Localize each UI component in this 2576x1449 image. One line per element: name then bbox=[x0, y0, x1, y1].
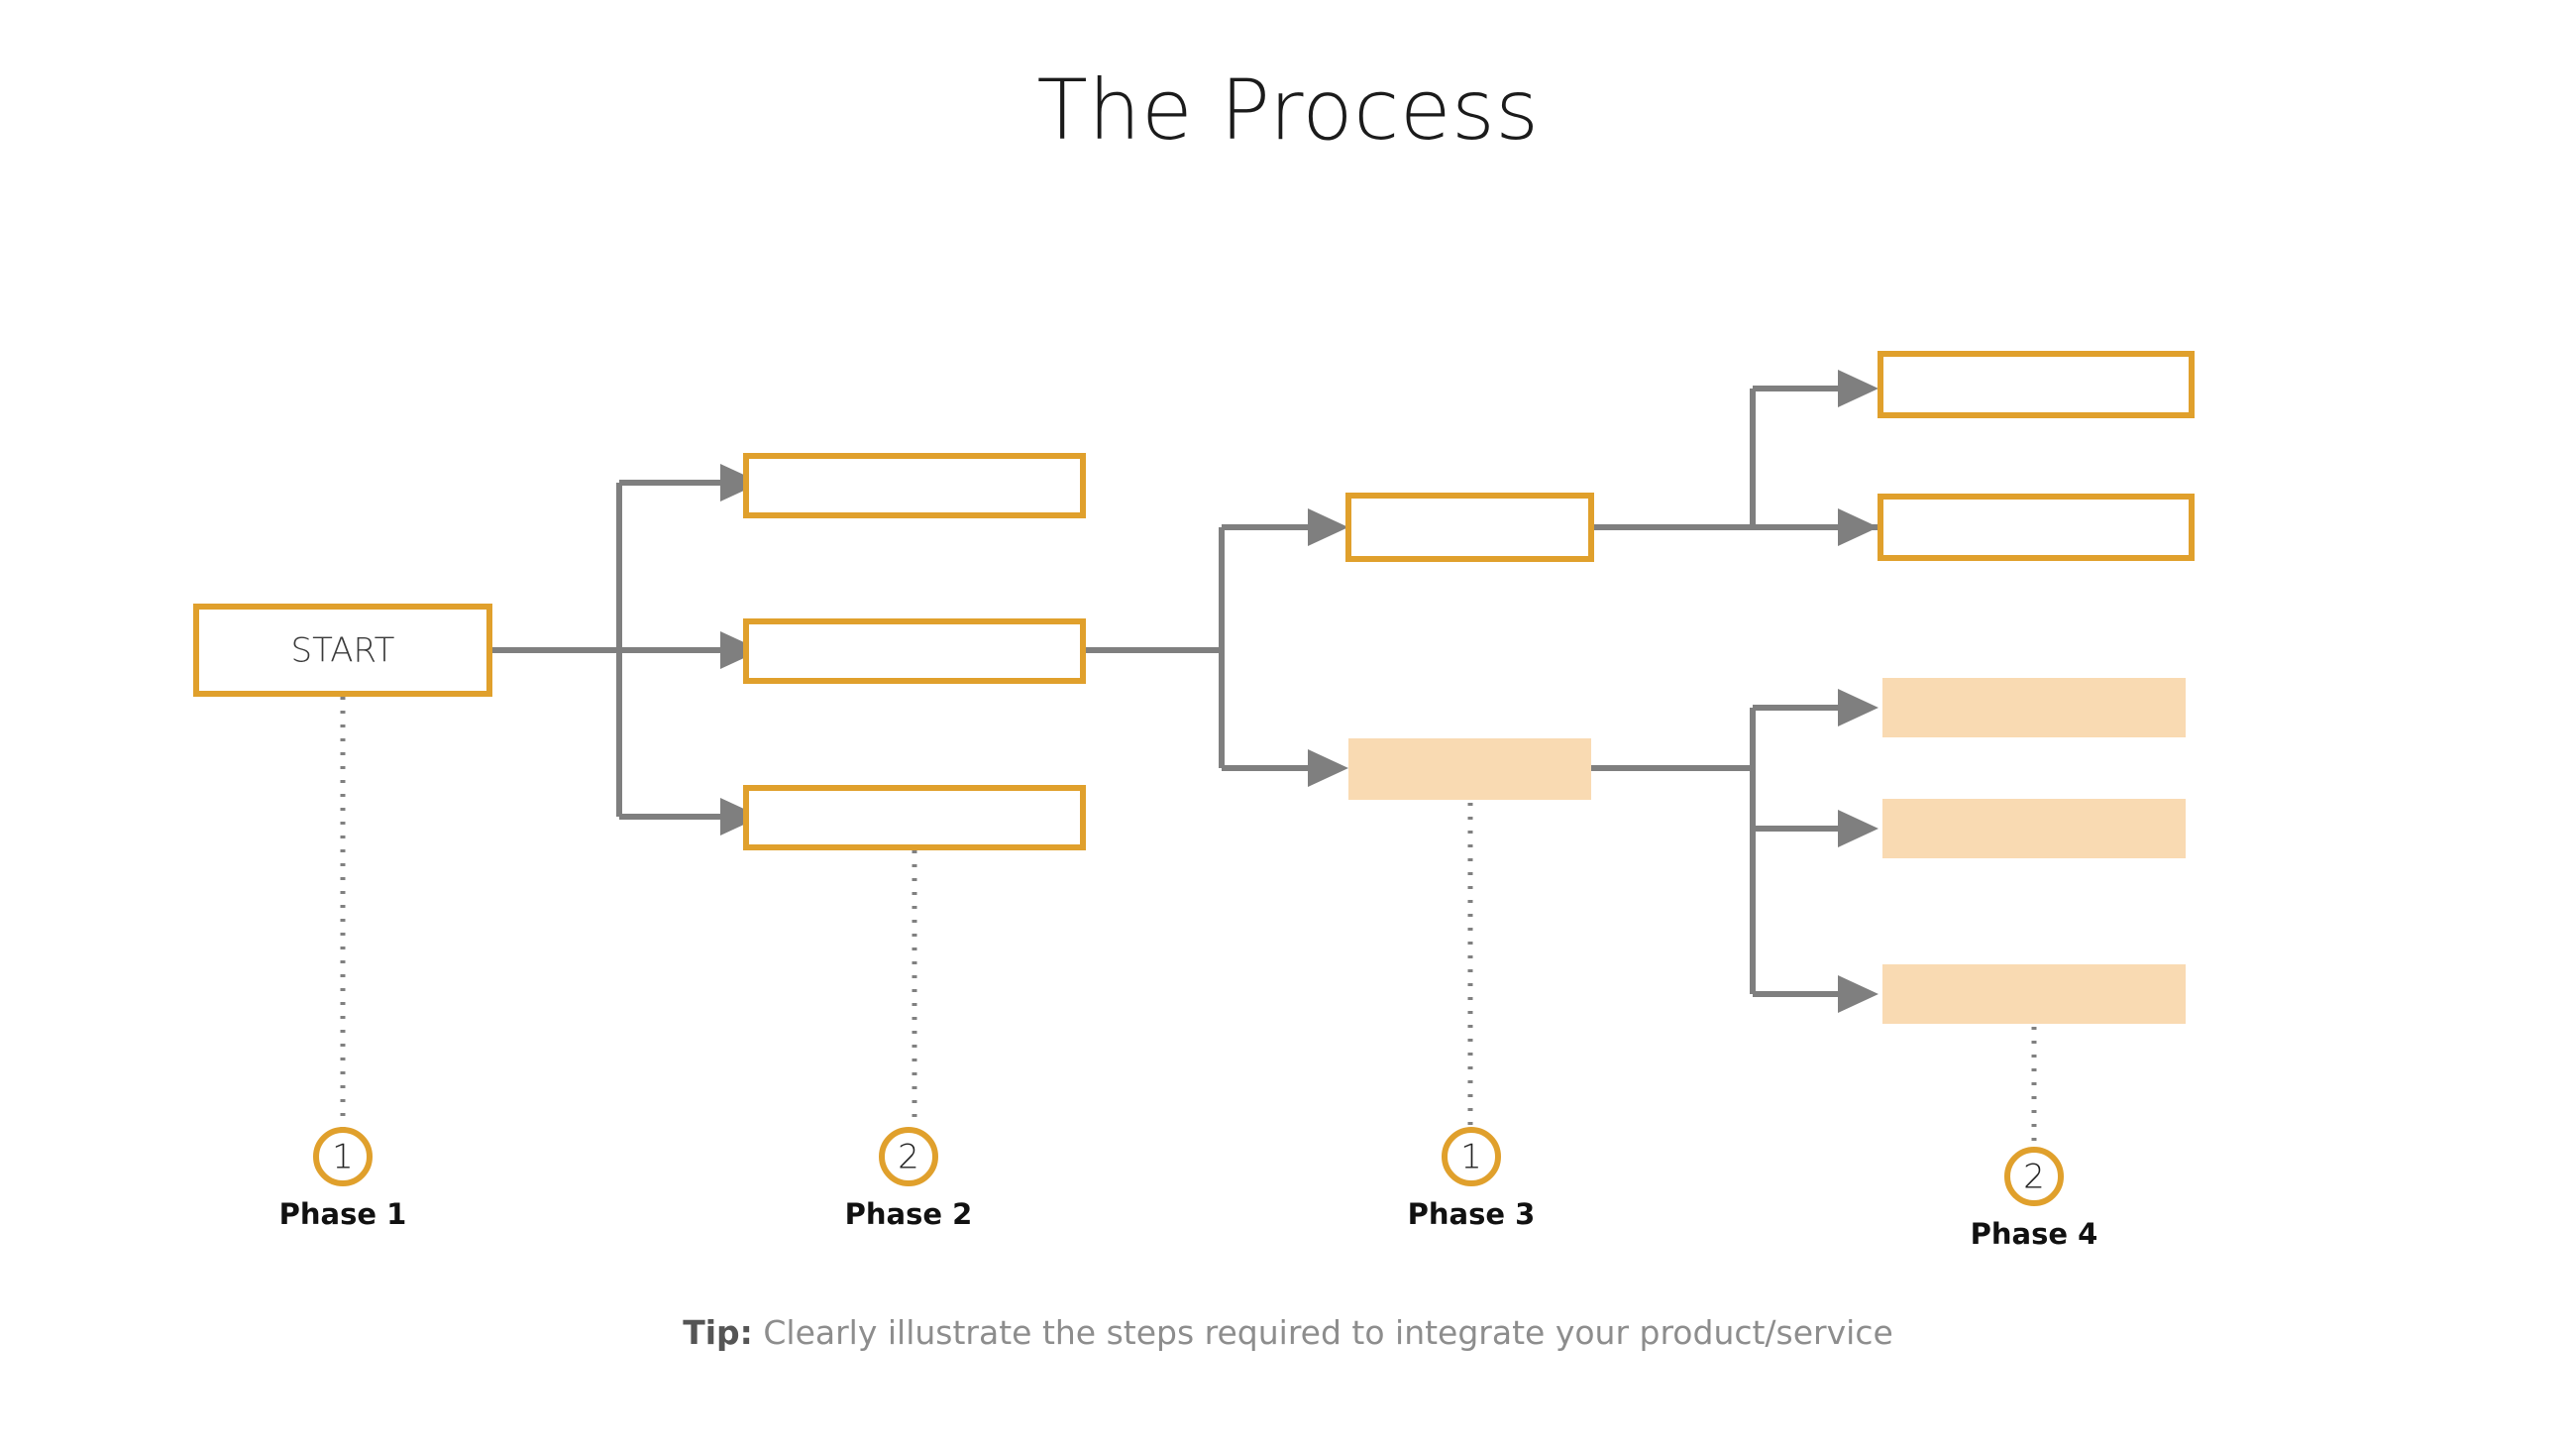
connector-phase2-to-phase3 bbox=[1083, 508, 1348, 787]
node-phase3-2[interactable] bbox=[1348, 738, 1591, 800]
node-start[interactable]: START bbox=[193, 604, 492, 697]
phase-marker-2-number: 2 bbox=[898, 1138, 919, 1177]
connector-phase3filled-to-phase4 bbox=[1591, 689, 1878, 1013]
connector-phase3top-to-phase4 bbox=[1591, 370, 1878, 546]
node-phase2-3[interactable] bbox=[743, 785, 1086, 850]
phase-marker-4[interactable]: 2 Phase 4 bbox=[1971, 1147, 2098, 1251]
phase-marker-1[interactable]: 1 Phase 1 bbox=[279, 1127, 407, 1231]
node-phase4-3[interactable] bbox=[1882, 678, 2186, 737]
node-phase2-1[interactable] bbox=[743, 453, 1086, 518]
node-phase4-2[interactable] bbox=[1878, 494, 2195, 561]
node-start-label: START bbox=[291, 631, 395, 671]
tip-row: Tip: Clearly illustrate the steps requir… bbox=[0, 1313, 2576, 1352]
connector-start-to-phase2 bbox=[492, 464, 761, 836]
phase-marker-3[interactable]: 1 Phase 3 bbox=[1408, 1127, 1536, 1231]
phase-marker-3-label: Phase 3 bbox=[1408, 1197, 1536, 1231]
phase-marker-4-label: Phase 4 bbox=[1971, 1217, 2098, 1251]
node-phase3-1[interactable] bbox=[1345, 493, 1594, 562]
phase-marker-4-number: 2 bbox=[2023, 1158, 2045, 1197]
node-phase4-4[interactable] bbox=[1882, 799, 2186, 858]
node-phase4-1[interactable] bbox=[1878, 351, 2195, 418]
phase-marker-3-number: 1 bbox=[1460, 1138, 1482, 1177]
phase-marker-2-label: Phase 2 bbox=[845, 1197, 973, 1231]
phase-marker-1-label: Phase 1 bbox=[279, 1197, 407, 1231]
phase-marker-1-number: 1 bbox=[332, 1138, 354, 1177]
node-phase4-5[interactable] bbox=[1882, 964, 2186, 1024]
phase-marker-2[interactable]: 2 Phase 2 bbox=[845, 1127, 973, 1231]
node-phase2-2[interactable] bbox=[743, 618, 1086, 684]
tip-prefix: Tip: bbox=[683, 1313, 753, 1352]
page-title: The Process bbox=[1036, 61, 1540, 159]
tip-text: Clearly illustrate the steps required to… bbox=[763, 1313, 1893, 1352]
